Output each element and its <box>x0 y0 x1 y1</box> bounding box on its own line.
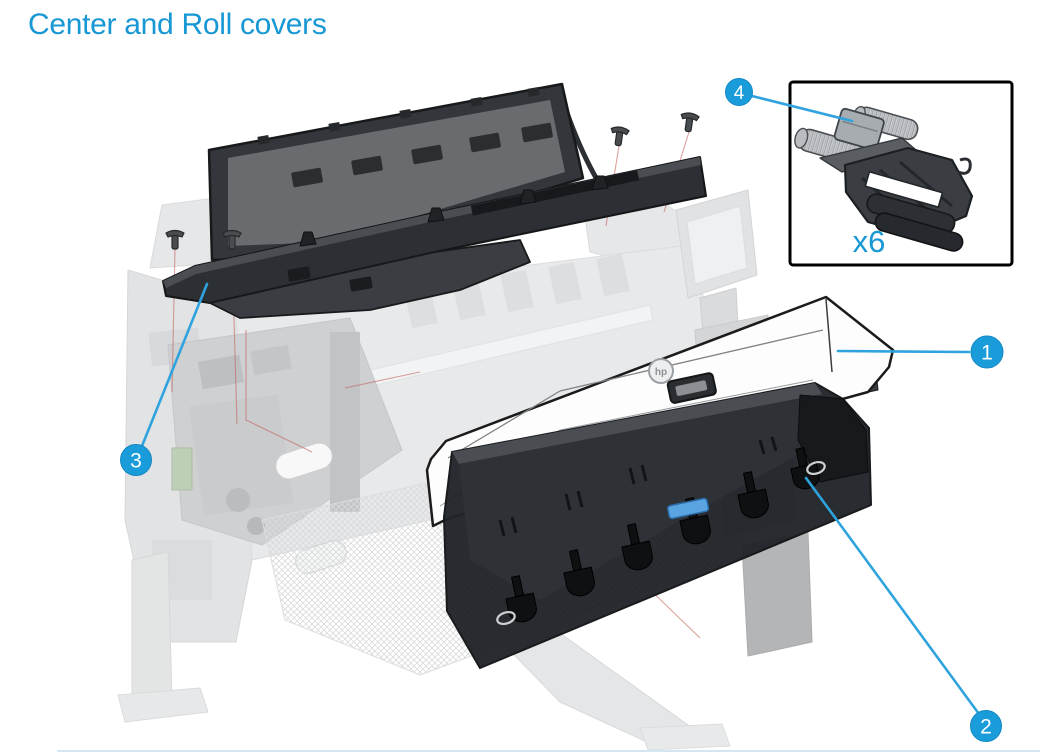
roll-cover-dark <box>443 382 872 669</box>
callout-2: 2 <box>970 710 1002 742</box>
center-cover <box>162 156 707 319</box>
center-cover-assembly <box>162 82 707 319</box>
screw-hole <box>806 460 826 476</box>
leader-lines <box>140 94 981 716</box>
hp-logo: hp <box>648 358 674 384</box>
callout-3: 3 <box>120 444 152 476</box>
hp-logo-text: hp <box>655 367 667 378</box>
pcb-green-board <box>171 447 193 491</box>
window-lid <box>207 82 585 262</box>
screw-icon <box>165 229 185 250</box>
leader-line-4 <box>750 94 854 123</box>
cover-handle <box>666 372 717 404</box>
screws <box>165 112 700 250</box>
screw-hole <box>496 610 516 626</box>
callout-1-number: 1 <box>981 342 993 365</box>
roller-assembly-part <box>794 105 974 252</box>
screw-icon <box>222 229 242 250</box>
callout-4-number: 4 <box>734 83 745 104</box>
frame-hook <box>957 157 972 175</box>
leader-line-2 <box>804 476 981 716</box>
leader-line-1 <box>836 349 971 354</box>
leader-line-3 <box>140 282 209 448</box>
callout-2-number: 2 <box>980 716 992 739</box>
screw-icon <box>680 112 700 133</box>
page-footer-rule <box>57 750 1040 752</box>
callout-1: 1 <box>970 335 1004 369</box>
page-title: Center and Roll covers <box>28 8 327 41</box>
quantity-label: x6 <box>853 224 886 259</box>
blue-latch <box>666 497 710 520</box>
callout-3-number: 3 <box>130 450 142 473</box>
callout-4: 4 <box>725 78 753 106</box>
screw-icon <box>610 126 630 147</box>
inset-detail-box: x6 <box>788 80 1014 267</box>
roller-clips <box>505 447 820 623</box>
